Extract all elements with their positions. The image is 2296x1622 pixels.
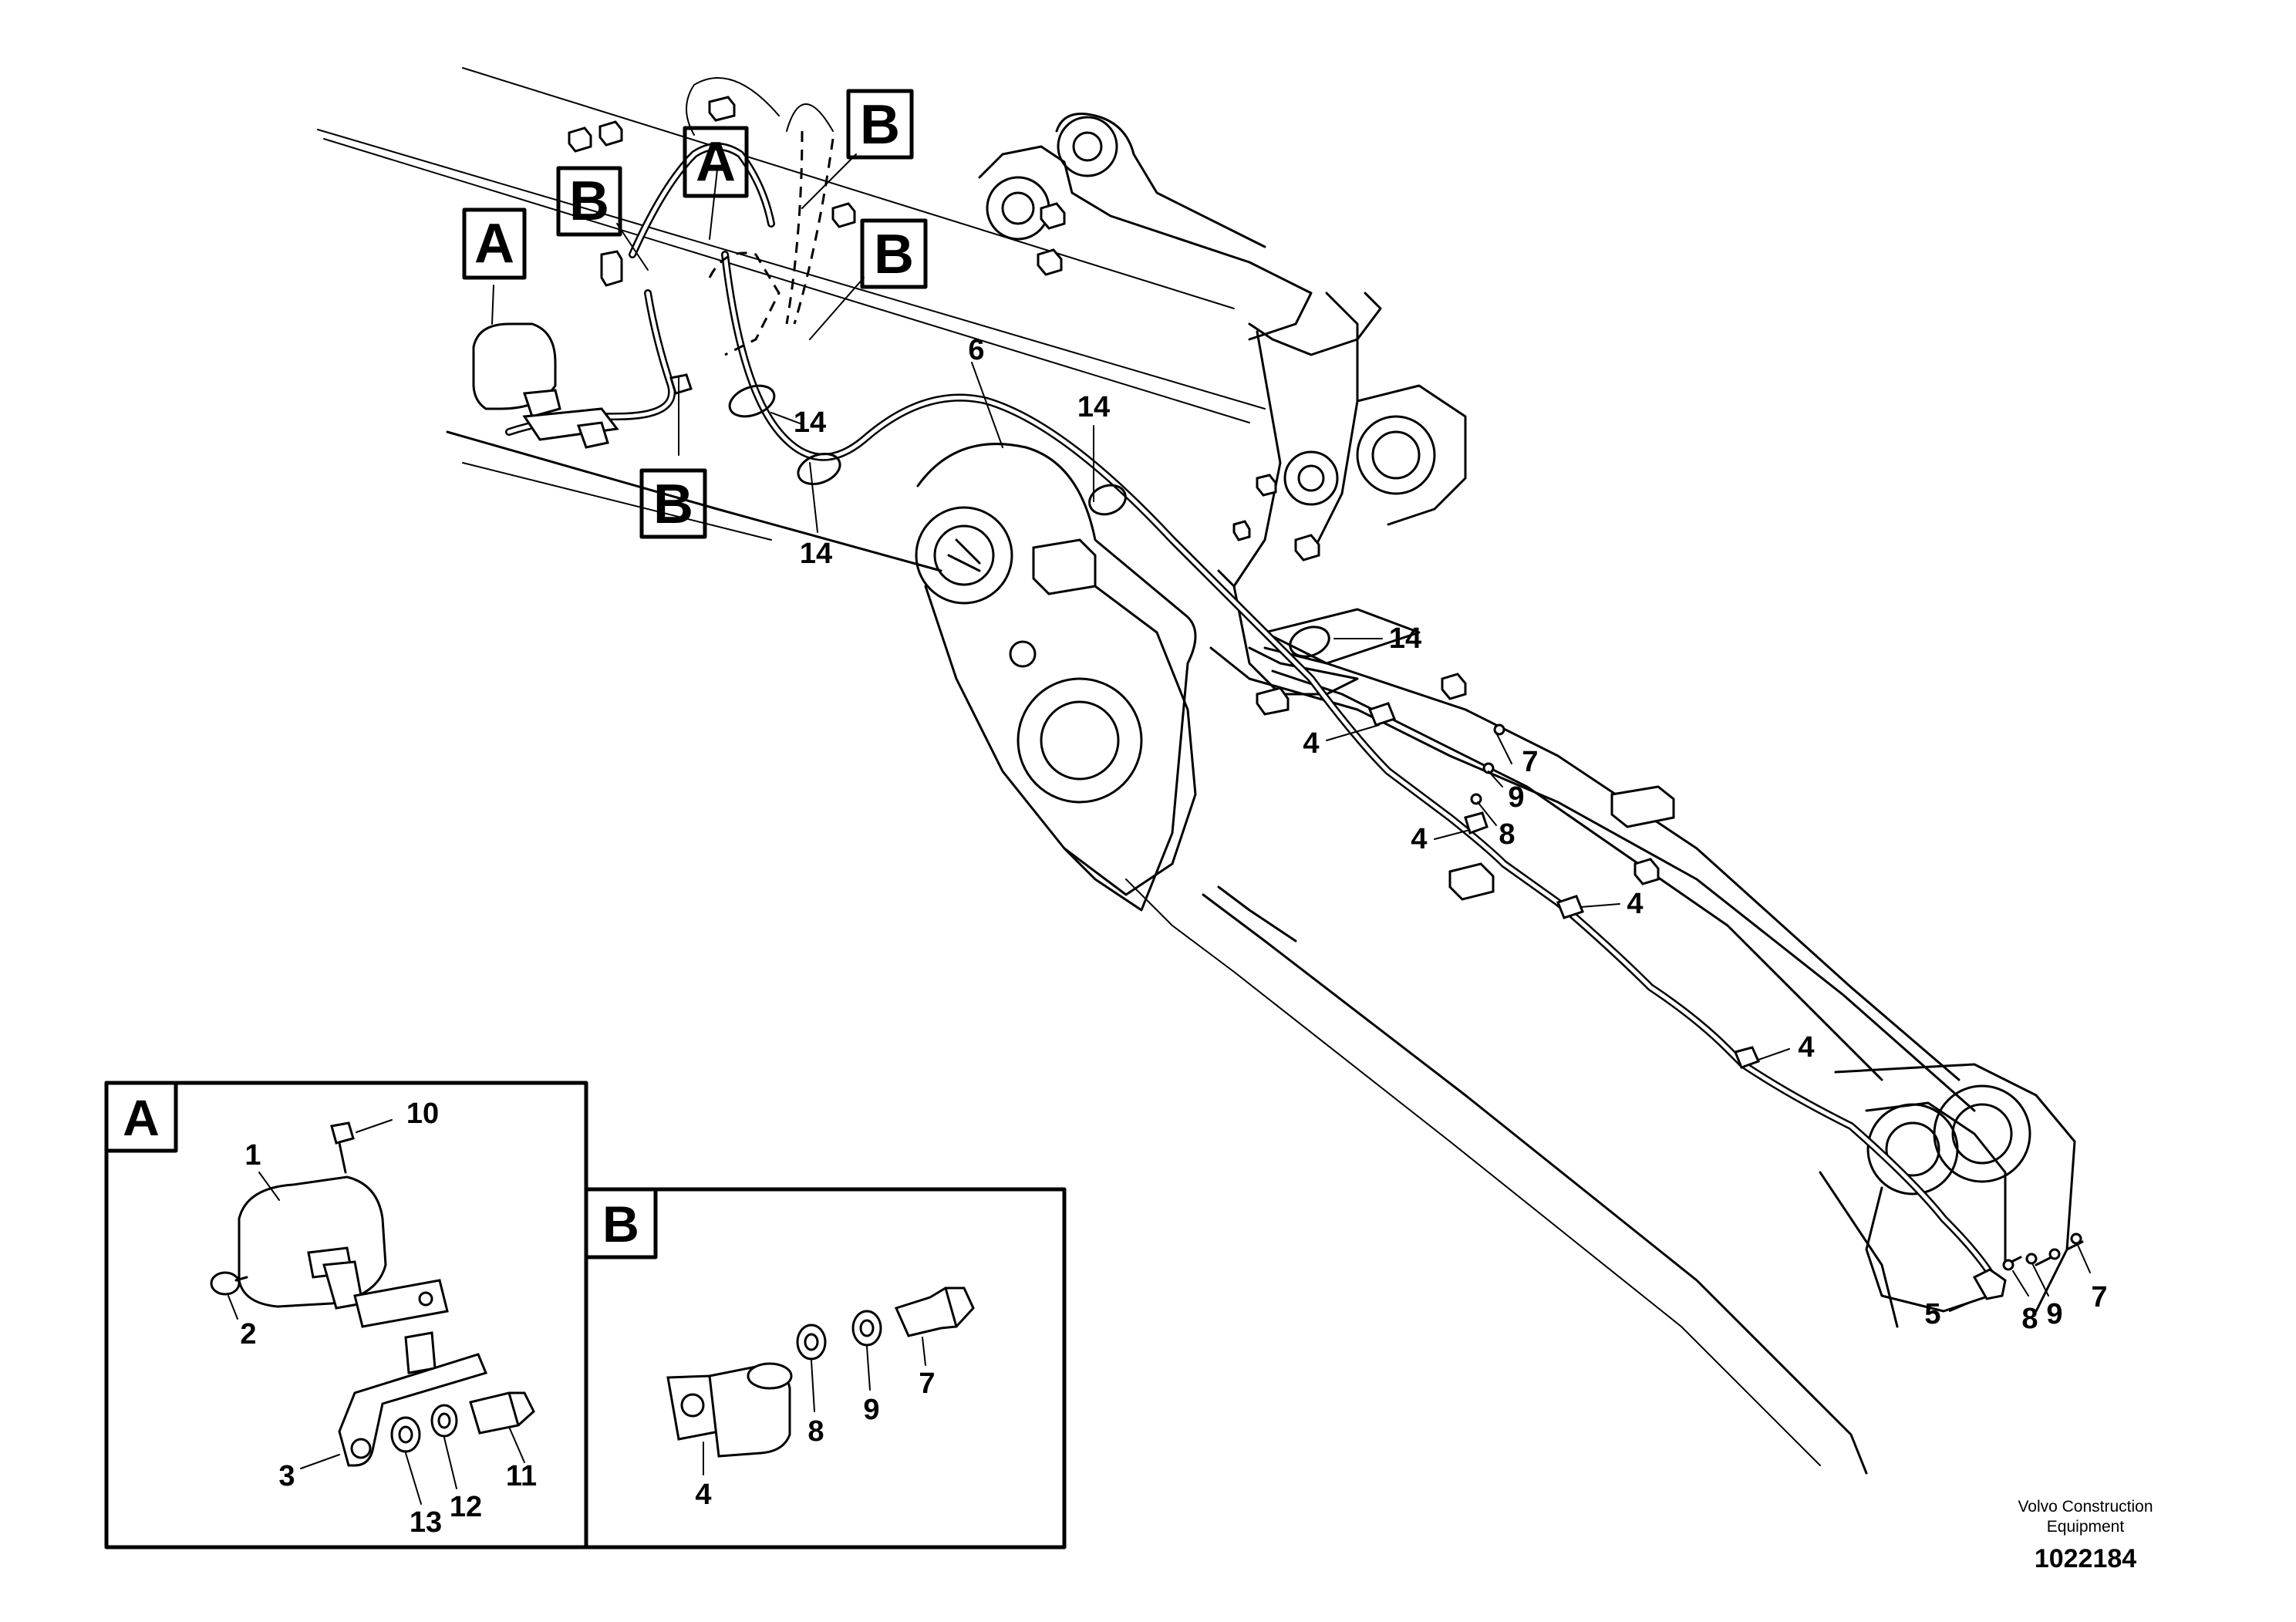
callout-a-1: A [462, 207, 527, 280]
footer-drawing-id: 1022184 [2035, 1544, 2136, 1573]
detail-b-label-washer: 8 [807, 1415, 824, 1448]
detail-a-label-lamp: 1 [244, 1139, 261, 1172]
callout-a-1-label: A [474, 213, 514, 275]
callout-b-3-label: B [874, 224, 914, 285]
detail-a-letter: A [123, 1089, 160, 1146]
callout-b-1: B [556, 166, 622, 237]
footer-brand-line-1: Volvo Construction [2018, 1498, 2153, 1516]
callout-a-2-label: A [696, 131, 736, 193]
detail-a-label-screw: 10 [406, 1098, 439, 1130]
label-clamp-2: 4 [1411, 823, 1427, 855]
detail-a-label-bracket: 3 [278, 1460, 295, 1492]
label-screw-2: 7 [2091, 1281, 2107, 1313]
detail-a-label-bolt: 11 [506, 1460, 537, 1492]
callout-b-4: B [639, 468, 707, 539]
callout-b-1-label: B [569, 170, 609, 232]
callout-b-4-label: B [653, 474, 693, 535]
detail-a-label-lock-washer: 12 [450, 1491, 482, 1523]
callout-a-2: A [683, 126, 749, 198]
label-clamp-4: 4 [1798, 1031, 1814, 1064]
detail-b-panel: B 4 8 9 7 [584, 1187, 1067, 1549]
detail-a-label-washer: 13 [410, 1506, 442, 1539]
detail-b-letter: B [602, 1195, 639, 1253]
detail-a-panel: A 1 10 2 3 11 [104, 1081, 588, 1549]
label-tie-4: 14 [1389, 622, 1421, 655]
label-washer-2: 8 [2021, 1303, 2038, 1335]
cable-harness [472, 77, 2084, 1300]
label-tie-1: 14 [794, 406, 826, 439]
label-clamp-3: 4 [1627, 888, 1643, 920]
label-washer-1: 8 [1499, 818, 1515, 851]
callout-b-2: B [846, 89, 914, 160]
label-tie-2: 14 [800, 538, 832, 570]
label-lock-washer-2: 9 [2046, 1298, 2062, 1330]
label-end-bracket: 5 [1924, 1298, 1940, 1330]
label-cable: 6 [968, 334, 984, 366]
footer-brand-line-2: Equipment [2047, 1518, 2125, 1536]
callout-b-2-label: B [860, 94, 900, 156]
detail-b-label-screw: 7 [919, 1367, 935, 1400]
label-clamp-1: 4 [1303, 727, 1319, 760]
footer: Volvo Construction Equipment 1022184 [2018, 1498, 2153, 1573]
callout-b-3: B [860, 218, 928, 289]
detail-b-label-lock-washer: 9 [863, 1394, 879, 1426]
label-screw-1: 7 [1522, 746, 1538, 778]
leader-lines [491, 153, 2091, 1312]
boom-structure [317, 67, 2076, 1475]
detail-b-label-clamp: 4 [695, 1479, 711, 1511]
detail-a-label-bulb: 2 [240, 1318, 256, 1351]
label-lock-washer-1: 9 [1508, 781, 1524, 814]
label-tie-3: 14 [1077, 391, 1110, 423]
main-view-labels: 6 14 14 14 14 4 7 9 8 4 4 4 5 8 9 7 [794, 334, 2108, 1335]
